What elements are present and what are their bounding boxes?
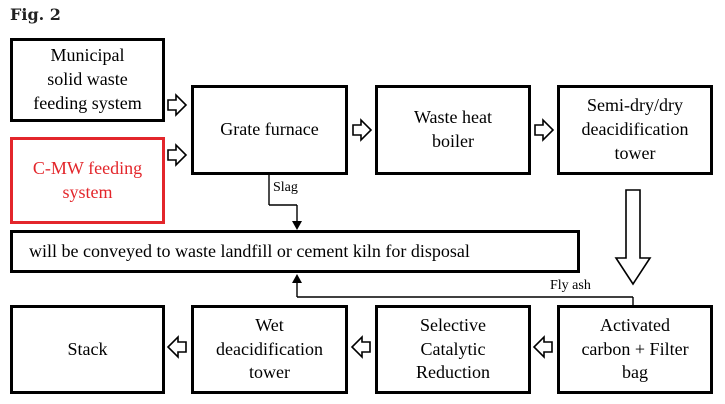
arrow-wet-to-stack	[166, 335, 187, 359]
scr-box: Selective Catalytic Reduction	[375, 305, 531, 394]
semidry-tower-box: Semi-dry/dry deacidification tower	[557, 85, 713, 175]
arrow-msw-to-grate	[167, 93, 188, 117]
cmw-feeding-box: C-MW feeding system	[10, 137, 165, 224]
disposal-box: will be conveyed to waste landfill or ce…	[10, 230, 580, 273]
activated-carbon-box: Activated carbon + Filter bag	[557, 305, 713, 394]
arrow-scr-to-wet	[350, 335, 371, 359]
arrow-grate-to-boiler	[352, 118, 373, 142]
arrow-activated-to-scr	[532, 335, 553, 359]
slag-label: Slag	[273, 180, 298, 195]
msw-feeding-box: Municipal solid waste feeding system	[10, 38, 165, 122]
grate-furnace-box: Grate furnace	[191, 85, 348, 175]
slag-arrowhead	[292, 221, 302, 230]
fly-ash-label: Fly ash	[550, 278, 591, 293]
wet-tower-box: Wet deacidification tower	[191, 305, 348, 394]
figure-label: Fig. 2	[10, 5, 61, 24]
stack-box: Stack	[10, 305, 165, 394]
waste-heat-boiler-box: Waste heat boiler	[375, 85, 531, 175]
fly-ash-arrowhead	[292, 274, 302, 283]
arrow-semidry-to-activated	[614, 189, 652, 286]
arrow-boiler-to-semidry	[534, 118, 555, 142]
arrow-cmw-to-grate	[167, 143, 188, 167]
